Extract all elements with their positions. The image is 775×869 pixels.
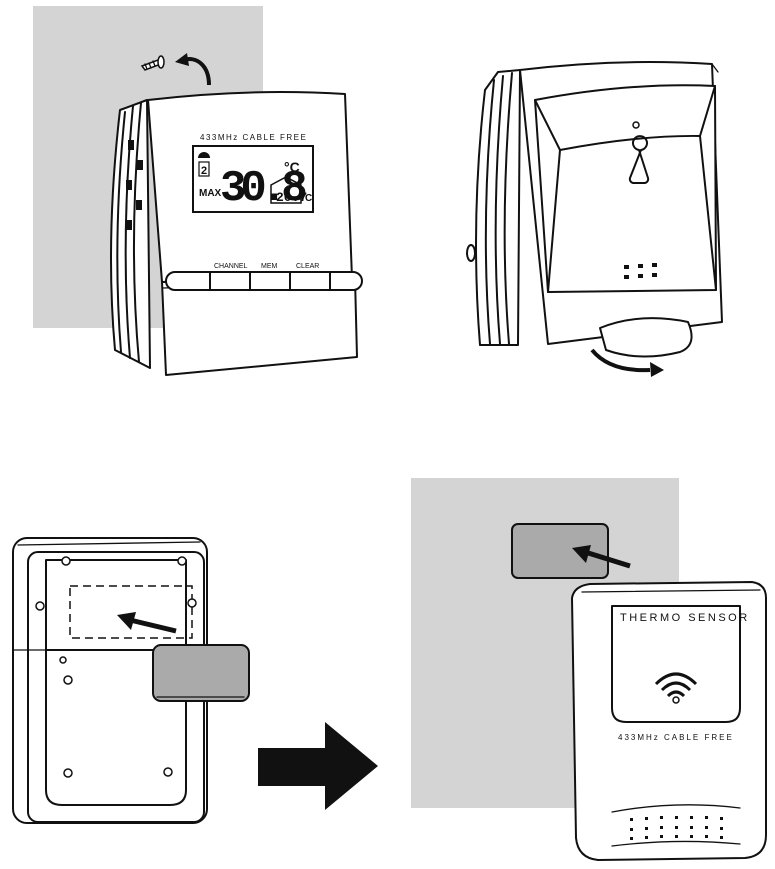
- sensor-title: THERMO SENSOR: [620, 612, 750, 624]
- frequency-label: 433MHz CABLE FREE: [618, 733, 734, 742]
- main-temperature: 30.8: [220, 164, 306, 214]
- fold-out-stand: [599, 317, 693, 358]
- mode-label: MAX: [199, 188, 222, 199]
- mounting-hole-icon: [632, 121, 640, 129]
- clear-button-label: CLEAR: [296, 263, 319, 270]
- insert-arrow-icon: [572, 545, 631, 569]
- house-icon: [270, 176, 302, 204]
- adhesive-pad: [511, 523, 609, 579]
- insert-arrow-icon: [117, 612, 177, 634]
- adhesive-outline: [69, 585, 193, 639]
- main-unit: °C: [284, 159, 300, 175]
- channel-button-label: CHANNEL: [214, 263, 248, 270]
- frequency-label: 433MHz CABLE FREE: [200, 133, 307, 142]
- keyhole-slot-icon: [628, 135, 650, 184]
- display-unit-front-panel: 433MHz CABLE FREE 2 MAX 30.8 °C 20.7 °C …: [33, 6, 363, 376]
- button-strip: [165, 271, 363, 291]
- wireless-signal-icon: [654, 672, 698, 704]
- curved-arrow-icon: [175, 53, 211, 86]
- mem-button-label: MEM: [261, 263, 278, 270]
- rotate-arrow-icon: [590, 348, 664, 377]
- sub-temperature: 20.7: [276, 190, 307, 205]
- screw-icon: [140, 55, 165, 71]
- display-unit-back-panel: [466, 61, 723, 377]
- vent-holes: [624, 263, 657, 279]
- next-step-arrow-icon: [258, 722, 378, 810]
- channel-digit: 2: [201, 165, 207, 177]
- sub-unit: °C: [301, 193, 312, 204]
- sensor-wall-panel: THERMO SENSOR 433MHz CABLE FREE: [411, 478, 767, 861]
- vent-holes: [630, 816, 723, 840]
- sensor-back-panel: [12, 537, 250, 824]
- adhesive-pad: [152, 644, 250, 702]
- screw-heads: [35, 556, 197, 778]
- lcd-screen: 2 MAX 30.8 °C 20.7 °C: [192, 145, 314, 214]
